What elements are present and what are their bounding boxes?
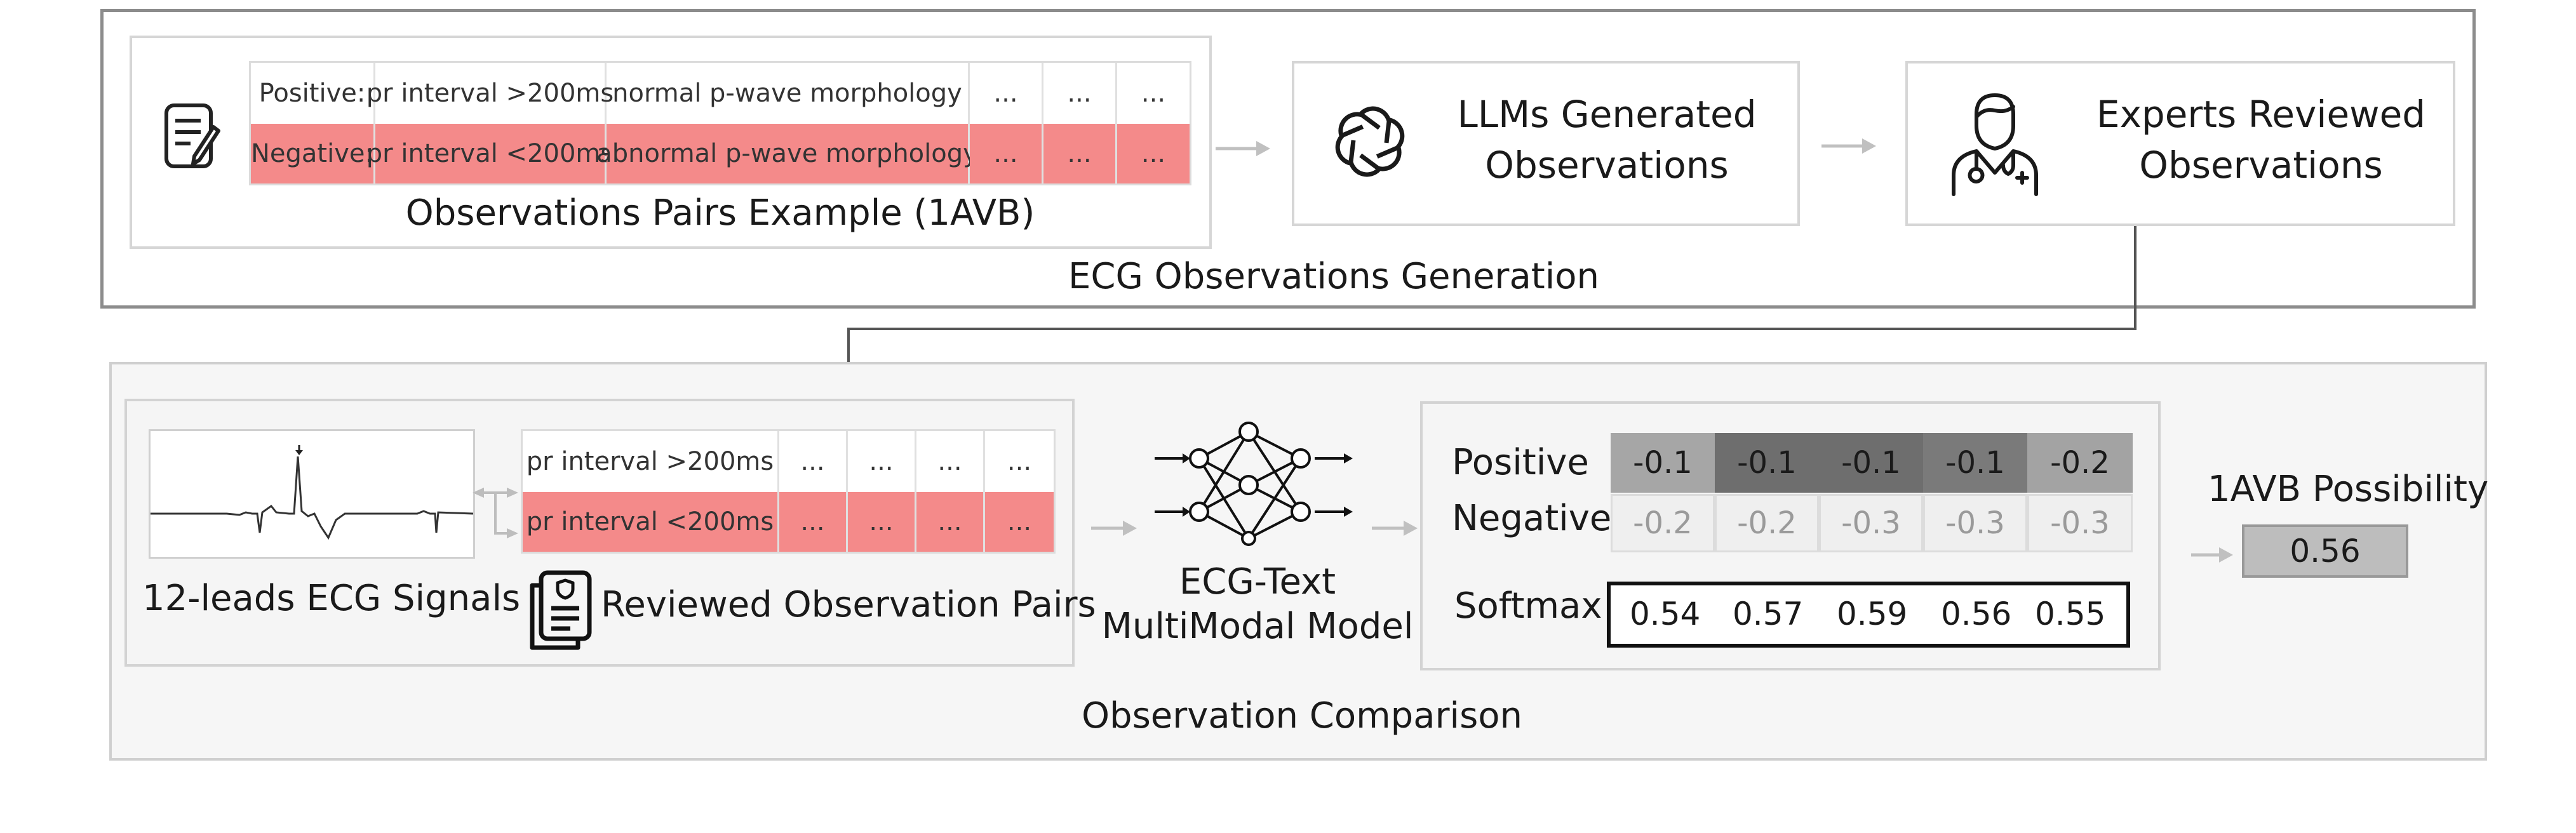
negative-score-cell: -0.3 (2027, 494, 2133, 552)
reviewed-negative-cell: ... (916, 492, 985, 552)
arrow-right-icon (1214, 136, 1271, 161)
positive-observation-cell: pr interval >200ms (366, 63, 614, 124)
reviewed-negative-cell: ... (985, 492, 1054, 552)
bidirectional-arrow-icon (470, 475, 521, 545)
llms-label-line-2: Observations (1485, 143, 1729, 187)
reviewed-observation-pairs-table: pr interval >200ms ... ... ... ... pr in… (521, 429, 1056, 554)
document-edit-icon (163, 102, 224, 173)
observation-comparison-title: Observation Comparison (1081, 695, 1523, 736)
negative-observation-cell: abnormal p-wave morphology (596, 124, 978, 183)
arrow-right-icon (1090, 516, 1138, 541)
multimodal-model-label: ECG-Text MultiModal Model (1092, 560, 1423, 655)
negative-score-cell: -0.2 (1611, 494, 1715, 552)
reviewed-negative-cell: pr interval <200ms (523, 492, 779, 552)
reviewed-positive-cell: ... (779, 431, 848, 492)
llms-generated-observations-label: LLMs Generated Observations (1435, 89, 1778, 203)
arrow-right-icon (1371, 516, 1419, 541)
softmax-value: 0.56 (1941, 596, 2012, 632)
positive-scores-label: Positive (1452, 442, 1589, 483)
experts-reviewed-observations-box (1905, 61, 2455, 226)
llms-generated-observations-box (1292, 61, 1800, 226)
softmax-values-box (1607, 582, 2130, 648)
negative-row-label: Negative: (251, 124, 375, 183)
reviewed-negative-cell: ... (779, 492, 848, 552)
secure-document-icon (526, 569, 596, 651)
positive-score-cell: -0.1 (1715, 433, 1819, 493)
positive-observation-cell: ... (1141, 79, 1166, 108)
positive-score-cell: -0.1 (1819, 433, 1923, 493)
ecg-signal-plot (149, 429, 475, 559)
positive-observation-cell: ... (1043, 63, 1117, 124)
negative-score-cell: -0.3 (1819, 494, 1923, 552)
possibility-value: 0.56 (2242, 524, 2408, 578)
reviewed-negative-cell: ... (848, 492, 916, 552)
model-label-line-1: ECG-Text (1179, 561, 1336, 603)
softmax-value: 0.54 (1630, 596, 1701, 632)
experts-label-line-2: Observations (2139, 143, 2383, 187)
openai-logo-icon (1329, 100, 1411, 183)
negative-score-cell: -0.3 (1923, 494, 2027, 552)
ecg-observations-generation-title: ECG Observations Generation (1068, 255, 1600, 297)
positive-row-label: Positive: (251, 63, 375, 124)
arrow-right-icon (1820, 133, 1877, 159)
model-label-line-2: MultiModal Model (1101, 606, 1414, 647)
negative-scores-label: Negative (1452, 498, 1612, 539)
softmax-value: 0.55 (2035, 596, 2106, 632)
negative-observation-cell: ... (970, 124, 1043, 183)
llms-label-line-1: LLMs Generated (1457, 93, 1757, 136)
reviewed-positive-cell: ... (1007, 447, 1032, 476)
reviewed-positive-cell: ... (848, 431, 916, 492)
softmax-label: Softmax (1454, 585, 1602, 627)
positive-score-cell: -0.1 (1611, 433, 1715, 493)
positive-observation-cell: normal p-wave morphology (607, 63, 970, 124)
negative-observation-cell: pr interval <200ms (366, 124, 614, 183)
experts-reviewed-observations-label: Experts Reviewed Observations (2077, 89, 2445, 203)
softmax-value: 0.59 (1837, 596, 1908, 632)
softmax-value: 0.57 (1733, 596, 1804, 632)
observation-pairs-example-caption: Observations Pairs Example (1AVB) (405, 192, 1035, 234)
ecg-signals-caption: 12-leads ECG Signals (142, 578, 521, 619)
negative-observation-cell: ... (1043, 124, 1117, 183)
positive-score-cell: -0.1 (1923, 433, 2027, 493)
negative-score-cell: -0.2 (1715, 494, 1819, 552)
positive-observation-cell: ... (970, 63, 1043, 124)
neural-network-icon (1151, 419, 1360, 546)
doctor-icon (1947, 89, 2043, 197)
reviewed-pairs-caption: Reviewed Observation Pairs (601, 584, 1096, 625)
arrow-right-icon (2190, 542, 2234, 568)
reviewed-positive-cell: pr interval >200ms (523, 431, 779, 492)
reviewed-positive-cell: ... (916, 431, 985, 492)
possibility-label: 1AVB Possibility (2208, 469, 2489, 510)
negative-observation-cell: ... (1117, 124, 1190, 183)
observation-pairs-table: Positive: pr interval >200ms normal p-wa… (249, 61, 1191, 185)
experts-label-line-1: Experts Reviewed (2096, 93, 2426, 136)
positive-score-cell: -0.2 (2027, 433, 2133, 493)
